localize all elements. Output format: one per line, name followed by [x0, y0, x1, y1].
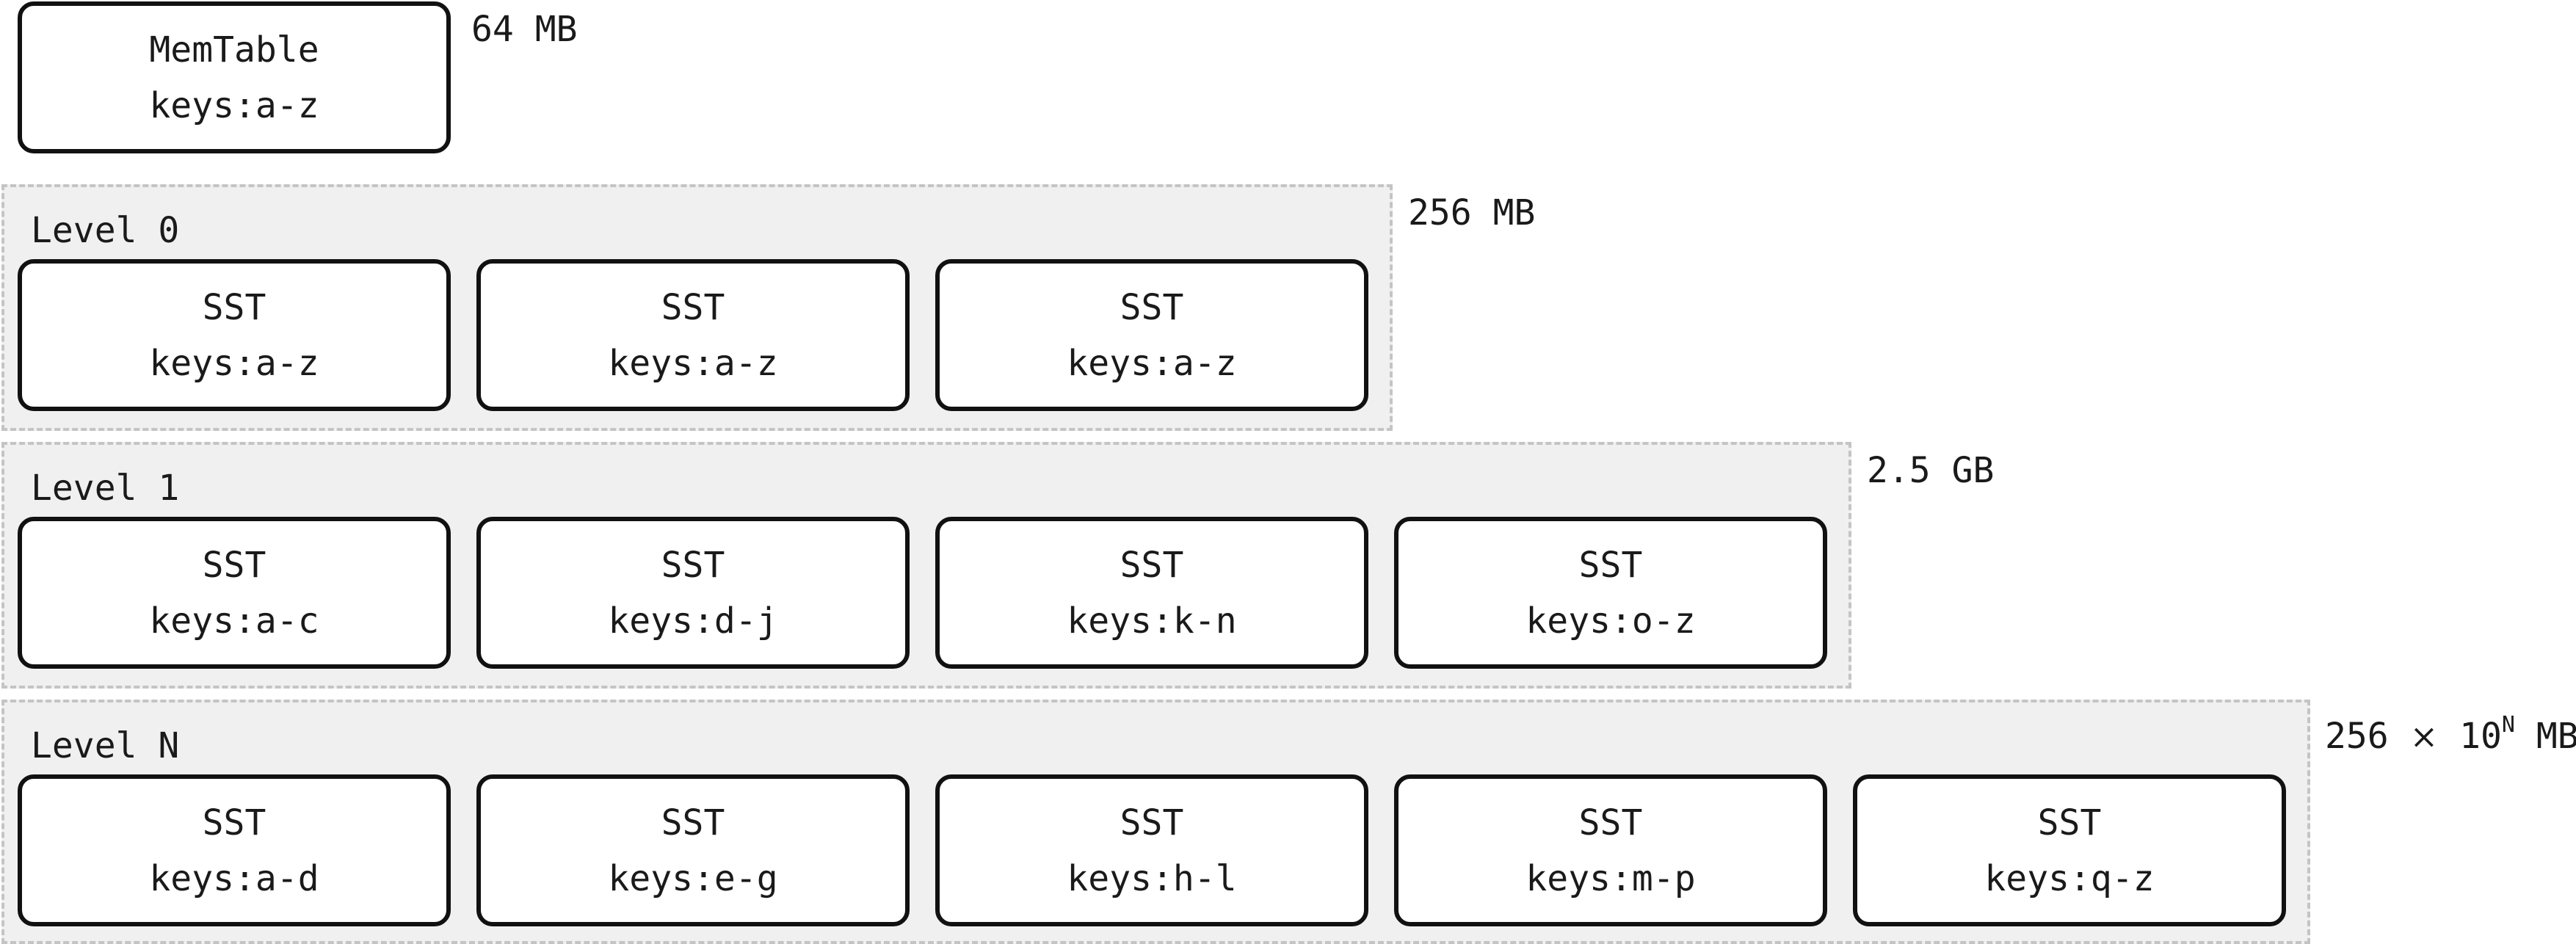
sst-title: SST [202, 544, 266, 586]
sst-title: SST [661, 286, 725, 328]
sst-title: SST [2037, 802, 2102, 843]
size-unit: MB [2536, 716, 2576, 757]
sst-keys: keys:a-d [149, 857, 319, 899]
level-0-label: Level 0 [31, 210, 180, 251]
level-n-sst-4: SST keys:m-p [1394, 774, 1827, 926]
sst-keys: keys:q-z [1984, 857, 2155, 899]
level-0-sst-2: SST keys:a-z [476, 259, 910, 411]
times-symbol: × [2409, 716, 2439, 756]
memtable-keys: keys:a-z [149, 84, 319, 126]
sst-title: SST [202, 802, 266, 843]
level-1-sst-2: SST keys:d-j [476, 517, 910, 669]
level-1-sst-3: SST keys:k-n [935, 517, 1368, 669]
sst-title: SST [1578, 802, 1643, 843]
level-n-sst-2: SST keys:e-g [476, 774, 910, 926]
sst-keys: keys:h-l [1067, 857, 1237, 899]
level-1-sst-1: SST keys:a-c [18, 517, 451, 669]
level-1-label: Level 1 [31, 468, 180, 509]
sst-title: SST [1120, 802, 1184, 843]
sst-keys: keys:a-z [149, 342, 319, 384]
level-0-sst-3: SST keys:a-z [935, 259, 1368, 411]
level-n-sst-3: SST keys:h-l [935, 774, 1368, 926]
sst-title: SST [1578, 544, 1643, 586]
sst-keys: keys:o-z [1525, 600, 1696, 642]
level-n-label: Level N [31, 725, 180, 766]
sst-title: SST [1120, 544, 1184, 586]
size-power-base: 10 [2459, 716, 2502, 757]
size-exponent: N [2501, 712, 2515, 738]
sst-keys: keys:a-z [1067, 342, 1237, 384]
sst-keys: keys:d-j [608, 600, 778, 642]
level-n-sst-1: SST keys:a-d [18, 774, 451, 926]
sst-title: SST [1120, 286, 1184, 328]
sst-keys: keys:e-g [608, 857, 778, 899]
size-base: 256 [2325, 716, 2389, 757]
sst-keys: keys:a-z [608, 342, 778, 384]
memtable-size-label: 64 MB [471, 9, 578, 50]
sst-keys: keys:a-c [149, 600, 319, 642]
memtable-title: MemTable [149, 29, 319, 70]
level-1-sst-4: SST keys:o-z [1394, 517, 1827, 669]
level-n-sst-5: SST keys:q-z [1853, 774, 2286, 926]
level-0-size-label: 256 MB [1408, 192, 1536, 233]
sst-title: SST [661, 802, 725, 843]
sst-title: SST [202, 286, 266, 328]
sst-keys: keys:m-p [1525, 857, 1696, 899]
level-1-size-label: 2.5 GB [1867, 450, 1995, 491]
sst-title: SST [661, 544, 725, 586]
memtable-box: MemTable keys:a-z [18, 1, 451, 153]
level-n-size-label: 256 × 10N MB [2325, 714, 2576, 757]
level-0-sst-1: SST keys:a-z [18, 259, 451, 411]
sst-keys: keys:k-n [1067, 600, 1237, 642]
